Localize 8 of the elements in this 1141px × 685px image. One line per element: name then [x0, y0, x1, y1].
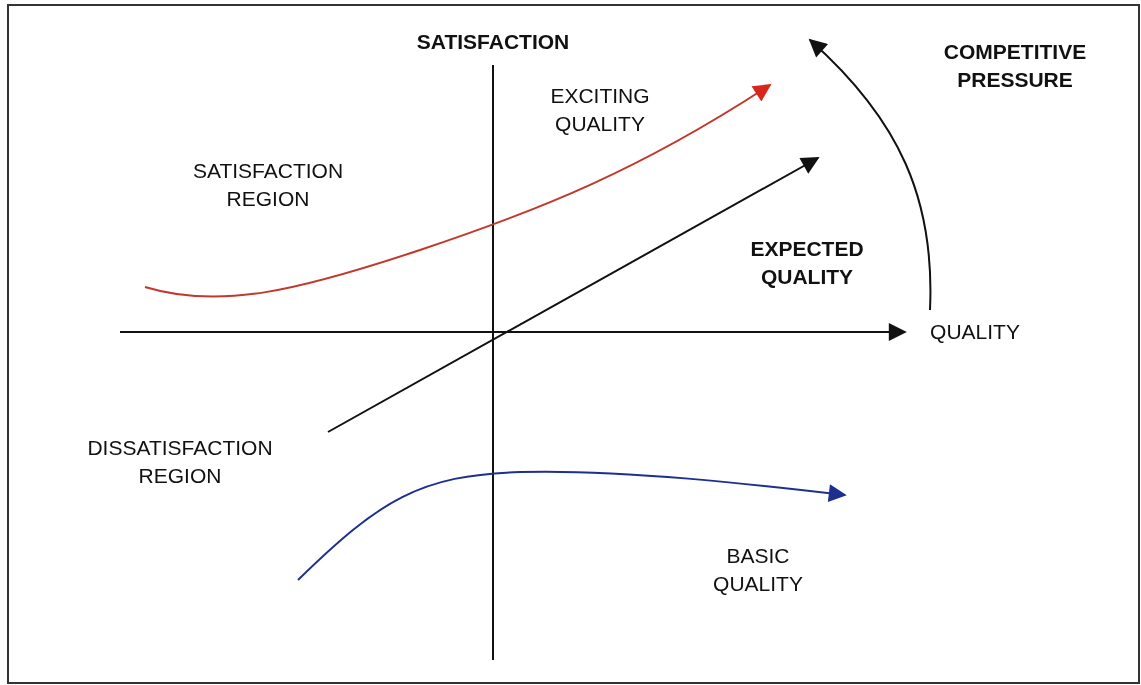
curve-label: EXPECTED QUALITY: [749, 236, 865, 290]
curve-label: COMPETITIVE PRESSURE: [942, 39, 1088, 93]
curve-label: BASIC QUALITY: [712, 543, 804, 597]
curve-label: EXCITING QUALITY: [549, 83, 651, 137]
axis-label: QUALITY: [930, 319, 1020, 345]
region-label: DISSATISFACTION REGION: [86, 435, 274, 489]
axis-label: SATISFACTION: [416, 29, 570, 55]
region-label: SATISFACTION REGION: [191, 158, 345, 212]
